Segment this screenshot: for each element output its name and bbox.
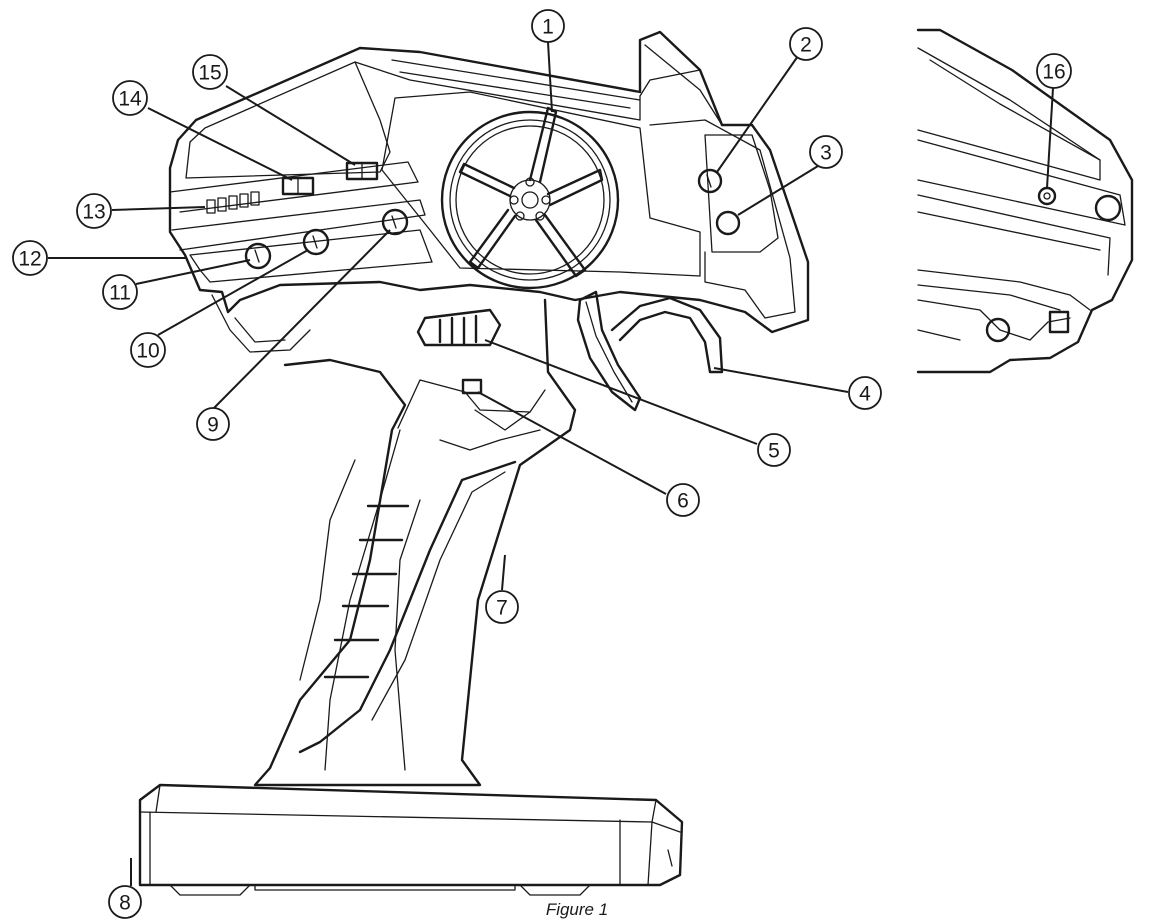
side-view-inset — [916, 28, 1134, 374]
svg-text:9: 9 — [207, 414, 219, 437]
svg-text:13: 13 — [82, 201, 105, 224]
leader-lines — [48, 41, 1054, 886]
svg-text:2: 2 — [800, 34, 812, 57]
callout-16: 16 — [1036, 53, 1072, 89]
callout-13: 13 — [76, 193, 112, 229]
callout-14: 14 — [112, 80, 148, 116]
callout-7: 7 — [485, 590, 519, 624]
callouts: 1 2 3 4 5 6 7 8 9 10 11 12 13 14 15 16 — [12, 9, 1072, 919]
callout-3: 3 — [809, 135, 843, 169]
callout-9: 9 — [196, 407, 230, 441]
callout-15: 15 — [192, 54, 228, 90]
svg-text:5: 5 — [768, 440, 780, 463]
svg-text:3: 3 — [820, 142, 832, 165]
callout-2: 2 — [789, 27, 823, 61]
svg-text:6: 6 — [677, 490, 689, 513]
svg-text:16: 16 — [1042, 61, 1065, 84]
svg-text:15: 15 — [198, 62, 221, 85]
callout-6: 6 — [666, 483, 700, 517]
handle-grip — [253, 298, 577, 787]
grip-controls — [416, 308, 502, 395]
svg-text:4: 4 — [859, 383, 871, 406]
figure-caption: Figure 1 — [545, 900, 609, 919]
svg-text:8: 8 — [119, 892, 131, 915]
battery-base — [138, 783, 684, 896]
svg-text:11: 11 — [109, 282, 131, 305]
throttle-trigger — [576, 290, 724, 412]
callout-4: 4 — [848, 376, 882, 410]
callout-11: 11 — [102, 274, 138, 310]
steering-wheel — [440, 106, 620, 290]
svg-text:12: 12 — [18, 248, 41, 271]
callout-8: 8 — [108, 885, 142, 919]
callout-12: 12 — [12, 240, 48, 276]
svg-text:10: 10 — [136, 340, 159, 363]
callout-5: 5 — [757, 433, 791, 467]
svg-text:7: 7 — [496, 597, 508, 620]
svg-text:14: 14 — [118, 88, 142, 111]
top-panel-controls — [206, 161, 741, 270]
svg-text:1: 1 — [542, 16, 554, 39]
callout-10: 10 — [130, 332, 166, 368]
callout-1: 1 — [531, 9, 565, 43]
